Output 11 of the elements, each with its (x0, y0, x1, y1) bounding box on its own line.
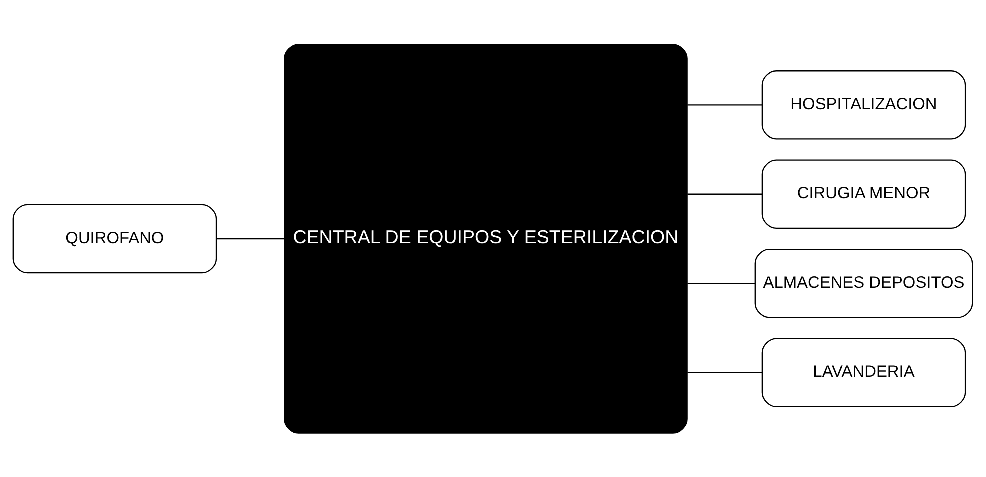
connector (688, 193, 762, 194)
connector (688, 104, 762, 106)
node-box: CIRUGIA MENOR (762, 159, 966, 229)
node-box: QUIROFANO (12, 204, 218, 274)
connector (688, 282, 756, 284)
node-box: ALMACENES DEPOSITOS (754, 248, 974, 318)
node-box: LAVANDERIA (762, 338, 966, 407)
connector (216, 238, 285, 240)
node-box: HOSPITALIZACION (762, 70, 966, 140)
connector (688, 372, 762, 373)
node-box: CENTRAL DE EQUIPOS Y ESTERILIZACION (284, 44, 688, 434)
